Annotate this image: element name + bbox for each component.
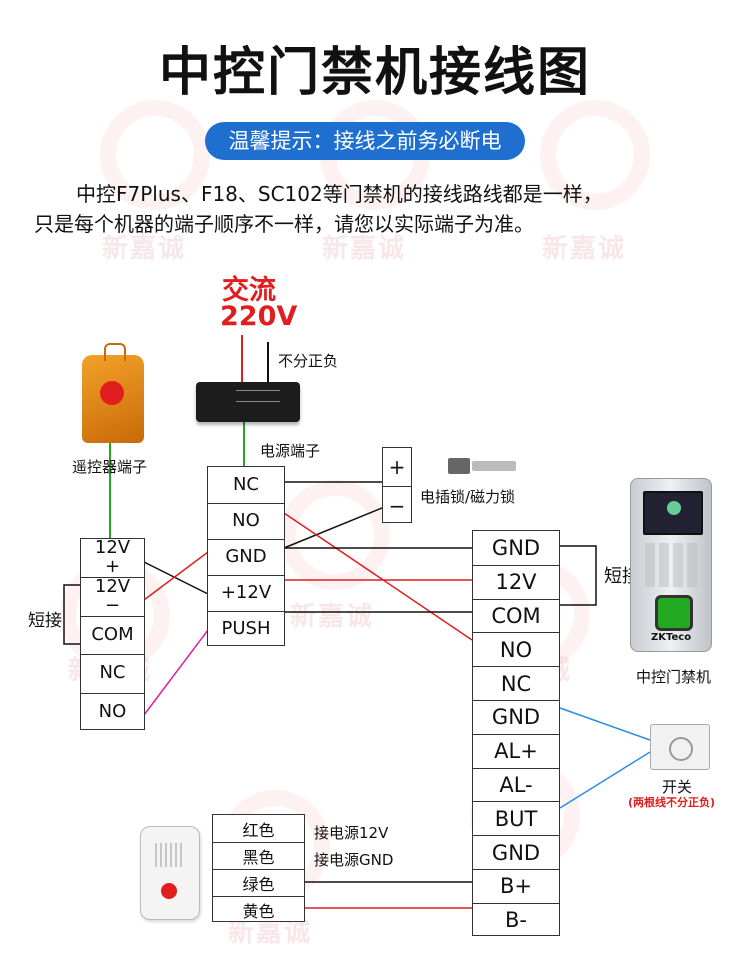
gnd-to-lock-minus — [283, 507, 383, 549]
doorbell-logo-icon — [161, 883, 177, 899]
lock-minus: − — [383, 486, 411, 524]
power-terminal-cell: NC — [232, 473, 260, 495]
exit-button-label: 开关 — [662, 778, 693, 796]
power-terminal-label: 电源端子 — [260, 442, 321, 460]
access-terminal-cell: GND — [473, 835, 559, 869]
watermark-text: 新嘉诚 — [228, 918, 313, 948]
access-terminal-cell: 12V — [473, 564, 559, 599]
doorbell-wire-color: 红色 — [242, 820, 275, 840]
exit-button-device — [650, 724, 710, 770]
fingerprint-sensor-icon — [655, 595, 693, 631]
device-screen-icon — [643, 491, 703, 535]
remote-no-to-push-wire — [143, 629, 209, 716]
short-label-left: 短接 — [28, 611, 62, 631]
access-terminal-cell: COM — [473, 598, 559, 633]
device-label: 中控门禁机 — [636, 668, 712, 686]
access-terminal-cell: AL- — [473, 767, 559, 802]
lock-label: 电插锁/磁力锁 — [420, 488, 516, 506]
description-line-1: 中控F7Plus、F18、SC102等门禁机的接线路线都是一样， — [76, 182, 603, 206]
ac-voltage: 220V — [220, 301, 298, 332]
ac-label: 交流 — [222, 275, 276, 306]
power-terminal-cell: NO — [208, 503, 284, 539]
access-control-device: ZKTeco — [630, 478, 712, 652]
access-terminal-cell: GND — [473, 700, 559, 734]
doorbell-wire-desc: 接电源12V — [314, 824, 389, 842]
lock-plus: + — [388, 455, 406, 479]
doorbell-device — [140, 826, 200, 920]
remote-terminal-cell: COM — [81, 615, 144, 654]
doorbell-wire-color: 黑色 — [213, 842, 304, 869]
short-bracket-right — [560, 545, 597, 606]
remote-button-icon — [100, 381, 124, 405]
remote-12v-plus-wire — [143, 561, 209, 595]
warning-tip-badge: 温馨提示：接线之前务必断电 — [205, 122, 525, 160]
remote-terminal-cell: NO — [81, 692, 144, 731]
power-terminal-cell: GND — [208, 539, 284, 575]
gnd-to-exit-button-wire — [559, 707, 651, 741]
exit-button-note: (两根线不分正负) — [628, 796, 716, 809]
remote-12v-minus-wire — [143, 551, 209, 601]
access-terminal-cell: BUT — [473, 801, 559, 835]
no-polarity-label: 不分正负 — [278, 352, 339, 370]
lock-terminal: + − — [382, 447, 412, 523]
power-terminal-cell: +12V — [208, 575, 284, 611]
watermark-text: 新嘉诚 — [290, 602, 375, 632]
short-bracket-left — [63, 584, 80, 645]
access-terminal-cell: NC — [473, 666, 559, 700]
electric-lock-icon — [440, 458, 518, 474]
power-terminal-cell: PUSH — [208, 611, 284, 647]
device-brand: ZKTeco — [651, 632, 692, 643]
keypad-icon — [645, 543, 697, 587]
access-terminal-cell: GND — [491, 535, 541, 560]
watermark-text: 新嘉诚 — [102, 234, 187, 264]
access-terminal-cell: B+ — [473, 869, 559, 903]
access-terminal-cell: NO — [473, 632, 559, 666]
speaker-grill-icon — [155, 843, 185, 867]
power-supply-unit — [196, 382, 300, 422]
but-to-exit-button-wire — [559, 751, 651, 809]
doorbell-wire-color: 绿色 — [213, 869, 304, 896]
access-terminal-cell: B- — [473, 902, 559, 937]
page-title: 中控门禁机接线图 — [158, 43, 591, 103]
access-terminal-cell: AL+ — [473, 733, 559, 768]
watermark-text: 新嘉诚 — [542, 234, 627, 264]
remote-terminal-cell: NC — [81, 654, 144, 692]
remote-label: 遥控器端子 — [72, 458, 148, 476]
door-button-icon — [669, 737, 693, 761]
doorbell-wire-table: 红色黑色绿色黄色 — [212, 814, 305, 922]
doorbell-wire-desc: 接电源GND — [314, 851, 394, 869]
remote-terminal-cell: 12V − — [81, 577, 144, 615]
no-to-access-no — [283, 512, 473, 641]
doorbell-wire-color: 黄色 — [213, 896, 304, 923]
description-line-2: 只是每个机器的端子顺序不一样，请您以实际端子为准。 — [34, 212, 534, 236]
remote-terminal-cell: 12V + — [94, 537, 131, 578]
watermark-text: 新嘉诚 — [322, 234, 407, 264]
remote-control — [82, 343, 144, 443]
